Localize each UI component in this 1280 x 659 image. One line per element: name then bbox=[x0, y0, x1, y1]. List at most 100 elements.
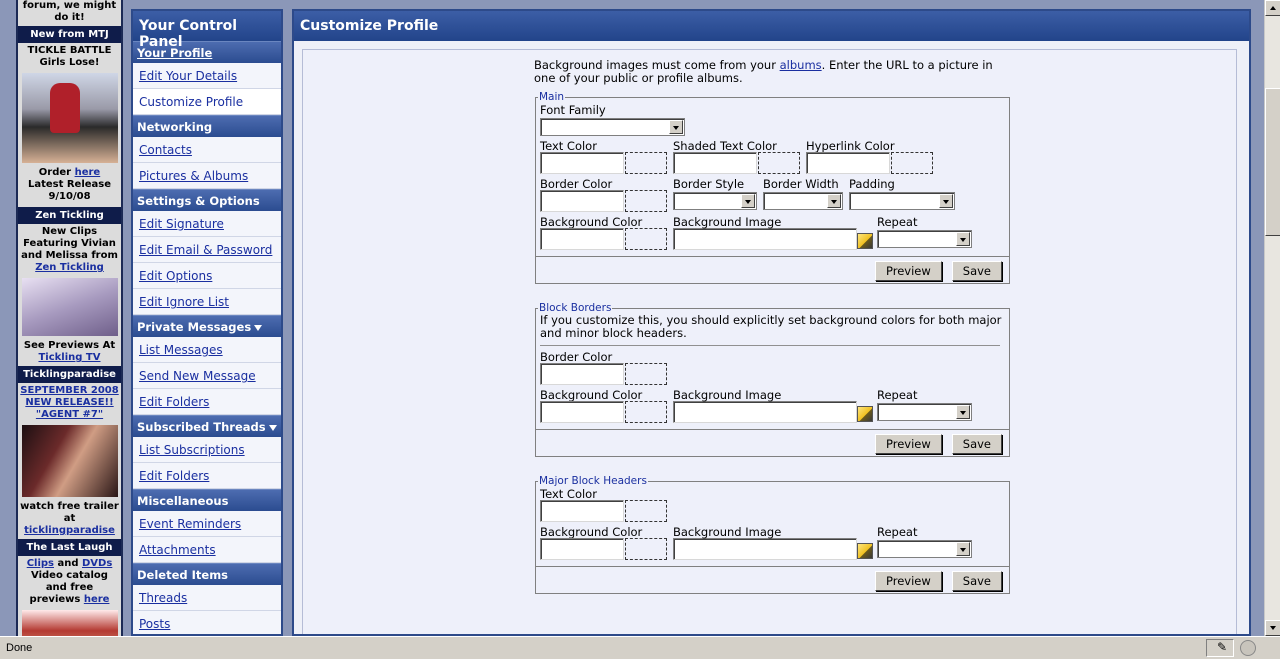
cp-link-label[interactable]: Send New Message bbox=[139, 369, 256, 383]
cp-link-pictures-albums[interactable]: Pictures & Albums bbox=[133, 163, 281, 189]
albums-link[interactable]: albums bbox=[779, 58, 822, 72]
ad-zen-tv-link[interactable]: Tickling TV bbox=[38, 352, 101, 363]
ad-zen-image[interactable] bbox=[21, 278, 118, 336]
image-picker-icon[interactable] bbox=[857, 233, 873, 249]
hyperlink-color-swatch[interactable] bbox=[891, 152, 933, 174]
image-picker-icon[interactable] bbox=[857, 543, 873, 559]
cp-link-edit-email-password[interactable]: Edit Email & Password bbox=[133, 237, 281, 263]
cp-link-edit-details[interactable]: Edit Your Details bbox=[133, 63, 281, 89]
cp-link-label[interactable]: Posts bbox=[139, 617, 171, 631]
chevron-down-icon[interactable] bbox=[741, 194, 755, 208]
cp-link-label[interactable]: Edit Options bbox=[139, 269, 213, 283]
ad-laugh-here-link[interactable]: here bbox=[83, 594, 110, 605]
ad-zen-link[interactable]: Zen Tickling bbox=[35, 262, 104, 273]
background-color-swatch[interactable] bbox=[625, 228, 667, 250]
privacy-icon[interactable]: ✎ bbox=[1216, 640, 1228, 654]
bb-border-color-swatch[interactable] bbox=[625, 363, 667, 385]
cp-link-posts[interactable]: Posts bbox=[133, 611, 281, 634]
ad-paradise-site-link[interactable]: ticklingparadise bbox=[24, 525, 115, 536]
cp-link-label[interactable]: Edit Ignore List bbox=[139, 295, 229, 309]
chevron-down-icon[interactable] bbox=[268, 424, 277, 431]
cp-link-list-subscriptions[interactable]: List Subscriptions bbox=[133, 437, 281, 463]
security-icon[interactable] bbox=[1240, 640, 1256, 656]
text-color-input[interactable] bbox=[540, 152, 624, 174]
font-family-select[interactable] bbox=[540, 118, 685, 136]
border-color-swatch[interactable] bbox=[625, 190, 667, 212]
cp-link-label[interactable]: Customize Profile bbox=[139, 95, 244, 109]
cp-link-contacts[interactable]: Contacts bbox=[133, 137, 281, 163]
chevron-down-icon[interactable] bbox=[956, 232, 970, 246]
mbh-background-color-swatch[interactable] bbox=[625, 538, 667, 560]
scroll-up-icon[interactable] bbox=[1265, 0, 1280, 16]
mbh-background-image-input[interactable] bbox=[673, 538, 857, 560]
background-color-input[interactable] bbox=[540, 228, 624, 250]
text-color-swatch[interactable] bbox=[625, 152, 667, 174]
cp-link-label[interactable]: Edit Signature bbox=[139, 217, 224, 231]
ad-laugh-clips-link[interactable]: Clips bbox=[26, 558, 54, 569]
cp-link-customize-profile[interactable]: Customize Profile bbox=[133, 89, 281, 115]
cp-link-edit-signature[interactable]: Edit Signature bbox=[133, 211, 281, 237]
bb-background-color-swatch[interactable] bbox=[625, 401, 667, 423]
save-button[interactable]: Save bbox=[951, 434, 1002, 454]
cp-link-label[interactable]: List Messages bbox=[139, 343, 223, 357]
shaded-text-color-swatch[interactable] bbox=[758, 152, 800, 174]
border-style-select[interactable] bbox=[673, 192, 757, 210]
chevron-down-icon[interactable] bbox=[939, 194, 953, 208]
mbh-repeat-select[interactable] bbox=[877, 540, 972, 558]
save-button[interactable]: Save bbox=[951, 571, 1002, 591]
image-picker-icon[interactable] bbox=[857, 406, 873, 422]
cp-link-label[interactable]: Pictures & Albums bbox=[139, 169, 249, 183]
chevron-down-icon[interactable] bbox=[254, 324, 263, 331]
bb-border-color-input[interactable] bbox=[540, 363, 624, 385]
mbh-background-color-input[interactable] bbox=[540, 538, 624, 560]
bb-background-color-input[interactable] bbox=[540, 401, 624, 423]
cp-link-label[interactable]: Edit Folders bbox=[139, 395, 210, 409]
hyperlink-color-input[interactable] bbox=[806, 152, 890, 174]
cp-link-list-messages[interactable]: List Messages bbox=[133, 337, 281, 363]
cp-link-label[interactable]: List Subscriptions bbox=[139, 443, 245, 457]
scroll-thumb[interactable] bbox=[1265, 88, 1280, 236]
cp-link-edit-ignore-list[interactable]: Edit Ignore List bbox=[133, 289, 281, 315]
ad-laugh-image[interactable] bbox=[21, 610, 118, 636]
repeat-select[interactable] bbox=[877, 230, 972, 248]
cp-link-edit-options[interactable]: Edit Options bbox=[133, 263, 281, 289]
ad-paradise-link[interactable]: SEPTEMBER 2008 NEW RELEASE!! "AGENT #7" bbox=[20, 385, 119, 420]
background-image-input[interactable] bbox=[673, 228, 857, 250]
padding-select[interactable] bbox=[849, 192, 955, 210]
bb-repeat-select[interactable] bbox=[877, 403, 972, 421]
preview-button[interactable]: Preview bbox=[875, 261, 942, 281]
border-width-select[interactable] bbox=[763, 192, 843, 210]
cp-link-label[interactable]: Edit Folders bbox=[139, 469, 210, 483]
shaded-text-color-input[interactable] bbox=[673, 152, 757, 174]
cp-link-attachments[interactable]: Attachments bbox=[133, 537, 281, 563]
preview-button[interactable]: Preview bbox=[875, 571, 942, 591]
bb-background-image-input[interactable] bbox=[673, 401, 857, 423]
cp-link-label[interactable]: Edit Email & Password bbox=[139, 243, 273, 257]
chevron-down-icon[interactable] bbox=[827, 194, 841, 208]
cp-link-label[interactable]: Attachments bbox=[139, 543, 216, 557]
chevron-down-icon[interactable] bbox=[669, 120, 683, 134]
cp-section-private-messages[interactable]: Private Messages bbox=[133, 315, 281, 337]
scroll-down-icon[interactable] bbox=[1265, 620, 1280, 636]
ad-mtj-image[interactable] bbox=[21, 73, 118, 163]
cp-link-label[interactable]: Threads bbox=[139, 591, 188, 605]
cp-link-label[interactable]: Event Reminders bbox=[139, 517, 242, 531]
chevron-down-icon[interactable] bbox=[956, 542, 970, 556]
cp-link-edit-folders-subs[interactable]: Edit Folders bbox=[133, 463, 281, 489]
cp-link-threads[interactable]: Threads bbox=[133, 585, 281, 611]
cp-link-send-new-message[interactable]: Send New Message bbox=[133, 363, 281, 389]
cp-section-subscribed-threads[interactable]: Subscribed Threads bbox=[133, 415, 281, 437]
cp-section-your-profile[interactable]: Your Profile bbox=[133, 41, 281, 63]
cp-link-edit-folders-pm[interactable]: Edit Folders bbox=[133, 389, 281, 415]
ad-mtj-order-link[interactable]: here bbox=[74, 167, 101, 178]
cp-link-label[interactable]: Contacts bbox=[139, 143, 192, 157]
save-button[interactable]: Save bbox=[951, 261, 1002, 281]
chevron-down-icon[interactable] bbox=[956, 405, 970, 419]
cp-link-event-reminders[interactable]: Event Reminders bbox=[133, 511, 281, 537]
ad-paradise-image[interactable] bbox=[21, 425, 118, 497]
vertical-scrollbar[interactable] bbox=[1264, 0, 1280, 636]
cp-link-label[interactable]: Edit Your Details bbox=[139, 69, 238, 83]
preview-button[interactable]: Preview bbox=[875, 434, 942, 454]
ad-laugh-dvds-link[interactable]: DVDs bbox=[82, 558, 113, 569]
mbh-text-color-swatch[interactable] bbox=[625, 500, 667, 522]
